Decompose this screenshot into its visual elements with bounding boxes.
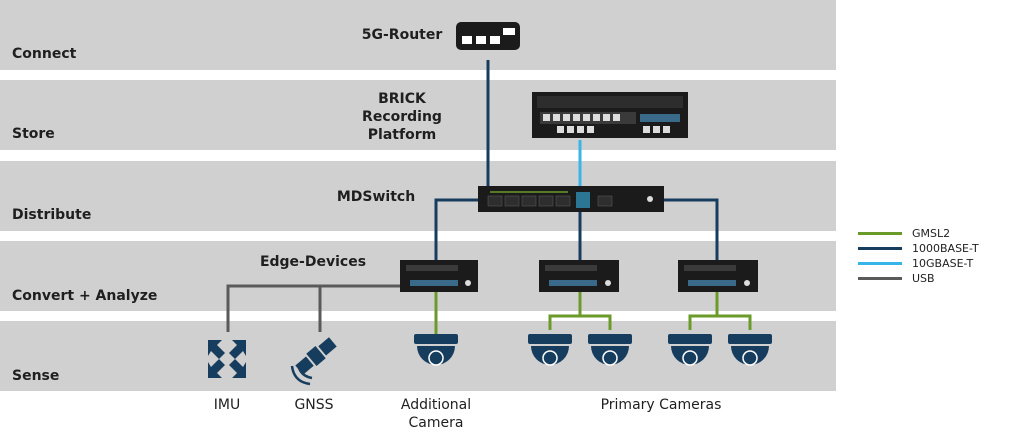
legend-label-gmsl2: GMSL2 (912, 227, 951, 240)
legend-item-usb: USB (858, 271, 979, 286)
edge-devices-label: Edge-Devices (259, 254, 367, 270)
layer-band-distribute (0, 161, 836, 231)
legend-swatch-1000base-t (858, 247, 902, 250)
edge-device-icon-2 (539, 260, 619, 292)
brick-label-line1: BRICK (378, 91, 426, 107)
legend-swatch-gmsl2 (858, 232, 902, 235)
legend-swatch-10gbase-t (858, 262, 902, 265)
additional-camera-label-line1: Additional (400, 397, 472, 413)
layer-band-store (0, 80, 836, 150)
primary-camera-icon-1 (528, 334, 572, 366)
router-icon (456, 22, 520, 50)
layer-label-connect: Connect (12, 46, 77, 62)
link-switch-edge-left (434, 198, 478, 260)
gnss-label: GNSS (294, 397, 334, 413)
edge-device-icon-1 (400, 260, 478, 292)
brick-label-line3: Platform (367, 127, 437, 143)
layer-label-store: Store (12, 126, 55, 142)
layer-band-connect (0, 0, 836, 70)
edge-device-icon-3 (678, 260, 758, 292)
legend: GMSL2 1000BASE-T 10GBASE-T USB (858, 226, 979, 286)
link-gmsl-primary-1 (548, 314, 612, 330)
imu-icon (208, 340, 246, 378)
primary-camera-icon-3 (668, 334, 712, 366)
primary-cameras-label: Primary Cameras (600, 397, 722, 413)
primary-camera-icon-2 (588, 334, 632, 366)
legend-label-1000base-t: 1000BASE-T (912, 242, 979, 255)
gnss-satellite-icon (290, 337, 337, 386)
legend-swatch-usb (858, 277, 902, 280)
legend-item-10gbase-t: 10GBASE-T (858, 256, 979, 271)
link-gmsl-primary-2 (688, 314, 752, 330)
brick-recording-platform-icon (532, 92, 688, 138)
link-switch-edge-right (664, 198, 719, 260)
additional-camera-icon (414, 334, 458, 366)
layer-label-convert: Convert + Analyze (12, 288, 158, 304)
link-usb-edge (226, 284, 400, 332)
mdswitch-icon (478, 186, 664, 212)
brick-label-line2: Recording (362, 109, 442, 125)
layer-label-distribute: Distribute (12, 207, 92, 223)
router-label: 5G-Router (361, 27, 443, 43)
imu-label: IMU (213, 397, 241, 413)
legend-label-10gbase-t: 10GBASE-T (912, 257, 974, 270)
legend-item-1000base-t: 1000BASE-T (858, 241, 979, 256)
legend-item-gmsl2: GMSL2 (858, 226, 979, 241)
additional-camera-label-line2: Camera (408, 415, 464, 431)
mdswitch-label: MDSwitch (336, 189, 416, 205)
layer-label-sense: Sense (12, 368, 60, 384)
legend-label-usb: USB (912, 272, 935, 285)
primary-camera-icon-4 (728, 334, 772, 366)
